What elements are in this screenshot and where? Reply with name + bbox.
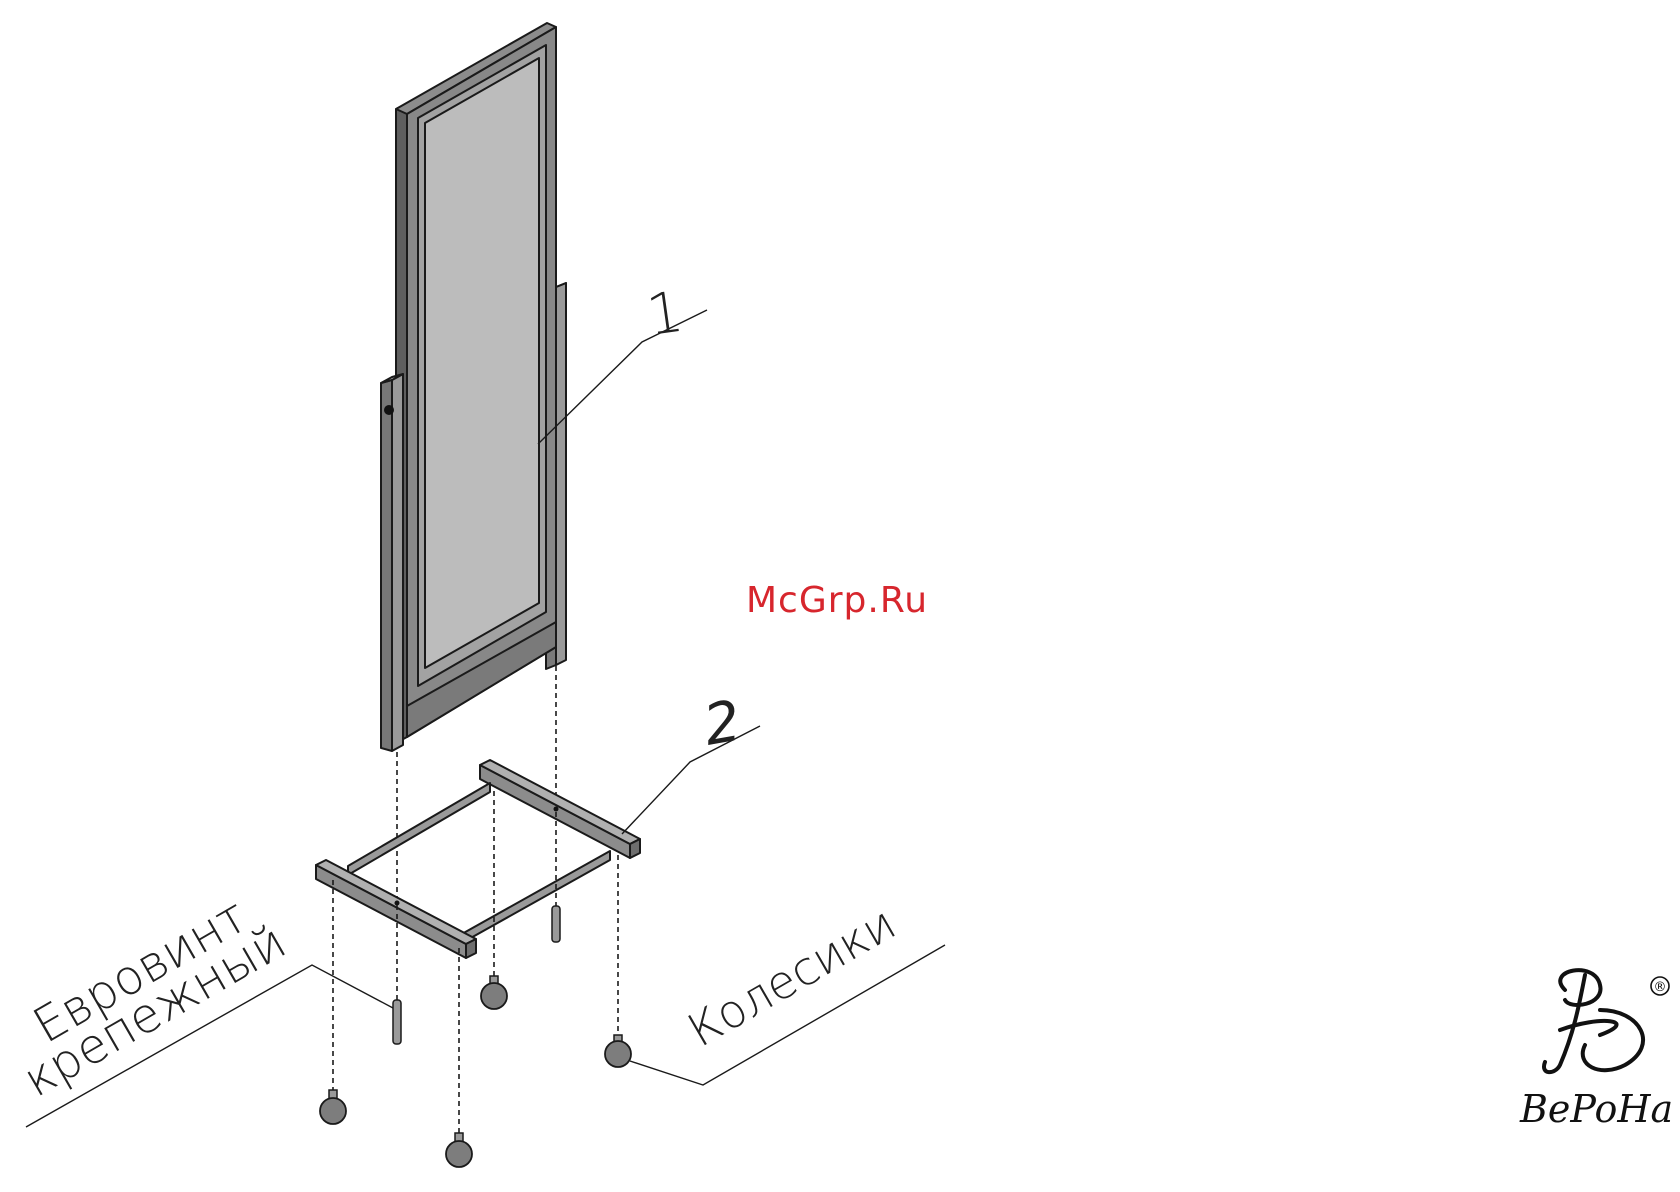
caster-wheel-icon <box>446 1133 472 1167</box>
base-back-rail <box>480 765 630 858</box>
eurovint-screw-right <box>552 906 560 942</box>
base-frame <box>316 760 640 958</box>
pivot-knob-icon <box>384 405 394 415</box>
caster-wheel-icon <box>605 1035 631 1067</box>
base-front-rail <box>316 865 466 958</box>
callout-2-label: 2 <box>699 689 745 759</box>
brand-wordmark: BePoHa <box>1519 1087 1673 1131</box>
brand-registered: ® <box>1654 980 1667 995</box>
caster-wheel-icon <box>481 976 507 1009</box>
mirror-glass <box>425 58 539 668</box>
caster-wheel-icon <box>320 1090 346 1124</box>
base-cross-bar-top <box>348 783 490 875</box>
brand-logo: ® BePoHa <box>1519 970 1673 1131</box>
callout-2: 2 <box>622 689 760 834</box>
mirror-assembly <box>381 23 566 751</box>
base-cross-bar-bottom <box>460 851 610 944</box>
casters <box>320 791 631 1167</box>
watermark-text: McGrp.Ru <box>746 580 928 621</box>
callout-1-label: 1 <box>643 280 687 349</box>
eurovint-screw-left <box>393 1000 401 1044</box>
left-post <box>381 374 403 751</box>
brand-monogram-icon <box>1544 970 1643 1072</box>
